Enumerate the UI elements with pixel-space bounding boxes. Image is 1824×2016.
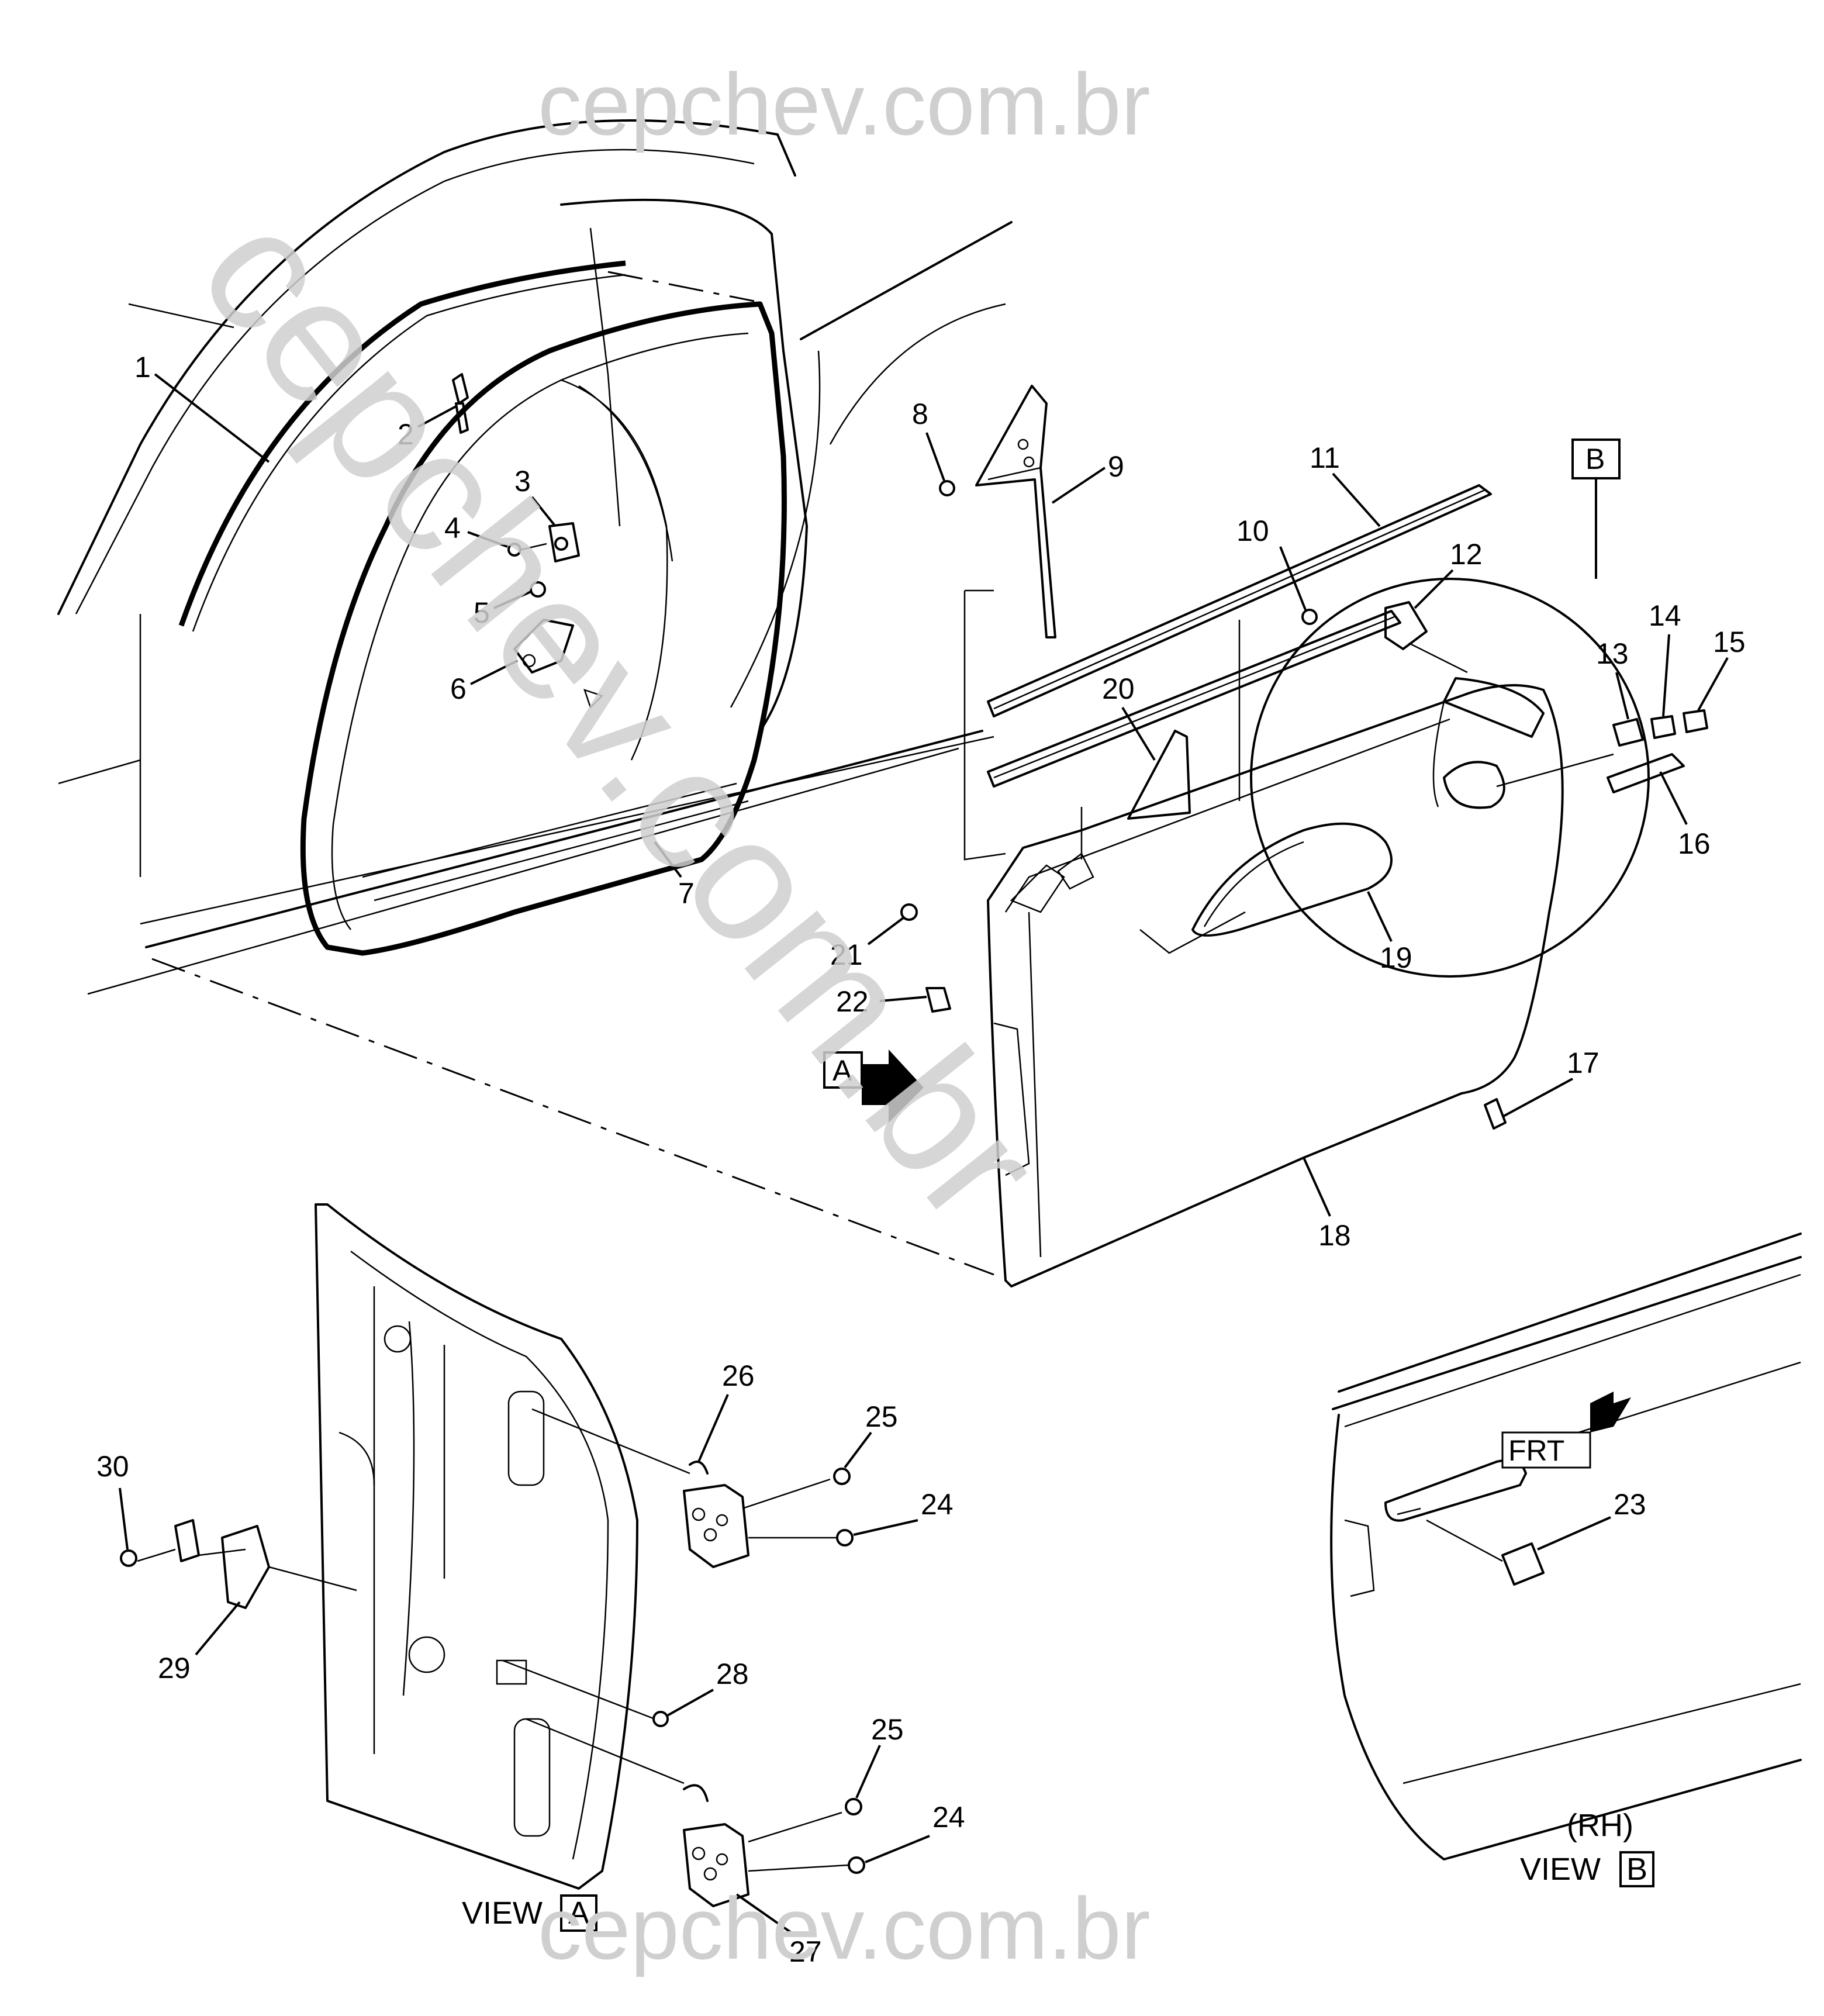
- callout-22: 22: [836, 985, 869, 1018]
- callout-8: 8: [912, 398, 928, 430]
- callout-25-upper: 25: [865, 1400, 898, 1433]
- body-shell: [57, 119, 1013, 995]
- nut-21: [900, 903, 918, 921]
- view-b-label: (RH) VIEW B: [1520, 1808, 1654, 1887]
- check-bolt-30: [120, 1549, 137, 1567]
- striker-bolt: [507, 543, 547, 557]
- callout-24-lower: 24: [932, 1801, 965, 1834]
- view-b-door-outer: [1330, 1233, 1802, 1860]
- belt-molding: [987, 484, 1492, 717]
- door-opening-frame: [560, 198, 808, 732]
- hinge-bolt-25b: [845, 1798, 862, 1815]
- callout-2: 2: [398, 418, 414, 451]
- door-opening-weatherstrip: [300, 301, 787, 956]
- check-link-bolt: [530, 581, 546, 598]
- outside-handle-23: [1384, 1459, 1545, 1586]
- watermark-diagonal: cepchev.com.br: [163, 176, 1080, 1258]
- svg-text:B: B: [1626, 1852, 1647, 1887]
- front-direction-arrow: FRT: [1501, 1392, 1631, 1469]
- callout-28: 28: [716, 1658, 749, 1690]
- callouts: 1 2 3 4 5 6 7 8 9 10 11 12 13: [96, 351, 1746, 1968]
- callout-19: 19: [1380, 941, 1412, 974]
- callout-23: 23: [1614, 1488, 1646, 1521]
- frt-text: FRT: [1508, 1434, 1564, 1467]
- watermark-top: cepchev.com.br: [538, 55, 1151, 153]
- check-link-bracket: [513, 619, 574, 674]
- callout-1: 1: [134, 351, 151, 384]
- hinge-bolt-25a: [833, 1468, 851, 1485]
- callout-11: 11: [1310, 441, 1340, 474]
- callout-21: 21: [830, 938, 863, 971]
- callout-25-lower: 25: [871, 1713, 904, 1746]
- callout-6: 6: [450, 672, 467, 705]
- front-window-channel: [975, 385, 1056, 638]
- molding-nut-10: [1301, 609, 1318, 625]
- svg-text:A: A: [568, 1896, 589, 1931]
- hinge-bolt-24b: [848, 1856, 865, 1874]
- handle-16: [1607, 753, 1685, 793]
- hinge-bolt-24a: [836, 1529, 854, 1546]
- detail-b-circle: [1250, 578, 1650, 978]
- door-check: [174, 1519, 270, 1609]
- callout-17: 17: [1567, 1047, 1600, 1079]
- callout-24-upper: 24: [921, 1488, 954, 1521]
- callout-26: 26: [722, 1359, 755, 1392]
- channel-nut-8: [939, 480, 955, 496]
- view-a-door-inner: [315, 1203, 638, 1890]
- callout-27: 27: [789, 1935, 822, 1968]
- callout-15: 15: [1713, 626, 1746, 658]
- callout-10: 10: [1236, 515, 1269, 547]
- watermark-bottom: cepchev.com.br: [538, 1879, 1151, 1977]
- callout-16: 16: [1678, 827, 1711, 860]
- svg-text:(RH): (RH): [1567, 1808, 1633, 1843]
- callout-20: 20: [1102, 672, 1135, 705]
- door-striker: [548, 522, 580, 562]
- window-applique: [1127, 730, 1191, 820]
- svg-text:B: B: [1585, 443, 1605, 475]
- roof-retainer-clip: [452, 373, 469, 434]
- callout-12: 12: [1450, 538, 1483, 571]
- view-b-marker: B: [1571, 439, 1621, 579]
- svg-text:A: A: [832, 1054, 852, 1087]
- assembly-line-main: [151, 958, 994, 1276]
- callout-18: 18: [1318, 1219, 1351, 1252]
- callout-14: 14: [1649, 599, 1681, 632]
- handle-detail-b: [1432, 677, 1708, 809]
- callout-7: 7: [678, 877, 695, 910]
- rocker-sill: [362, 782, 737, 878]
- view-a-label: VIEW A: [462, 1894, 597, 1932]
- callout-3: 3: [514, 465, 531, 498]
- hinge-grommet-22: [925, 987, 951, 1013]
- handle-15: [1683, 709, 1708, 733]
- belt-sealing-strip: [987, 610, 1401, 788]
- view-a-arrow: A: [823, 1050, 924, 1123]
- roof-molding-edge: [192, 274, 626, 632]
- door-outer-panel: [987, 684, 1564, 1287]
- screw-17: [1484, 1098, 1507, 1130]
- svg-text:VIEW: VIEW: [1520, 1852, 1601, 1887]
- lower-hinge: [683, 1784, 749, 1907]
- callout-4: 4: [444, 512, 461, 544]
- callout-5: 5: [474, 596, 490, 629]
- sealing-strip-end: [1384, 601, 1428, 650]
- handle-escutcheon: [1191, 822, 1393, 937]
- hinge-nut-28: [652, 1711, 669, 1727]
- callout-9: 9: [1108, 450, 1124, 483]
- handle-13: [1612, 718, 1644, 747]
- svg-text:VIEW: VIEW: [462, 1896, 543, 1931]
- handle-14: [1650, 715, 1676, 739]
- callout-13: 13: [1596, 637, 1629, 670]
- roof-molding: [178, 260, 626, 627]
- upper-hinge: [683, 1461, 749, 1568]
- callout-30: 30: [96, 1450, 129, 1483]
- callout-29: 29: [158, 1652, 191, 1684]
